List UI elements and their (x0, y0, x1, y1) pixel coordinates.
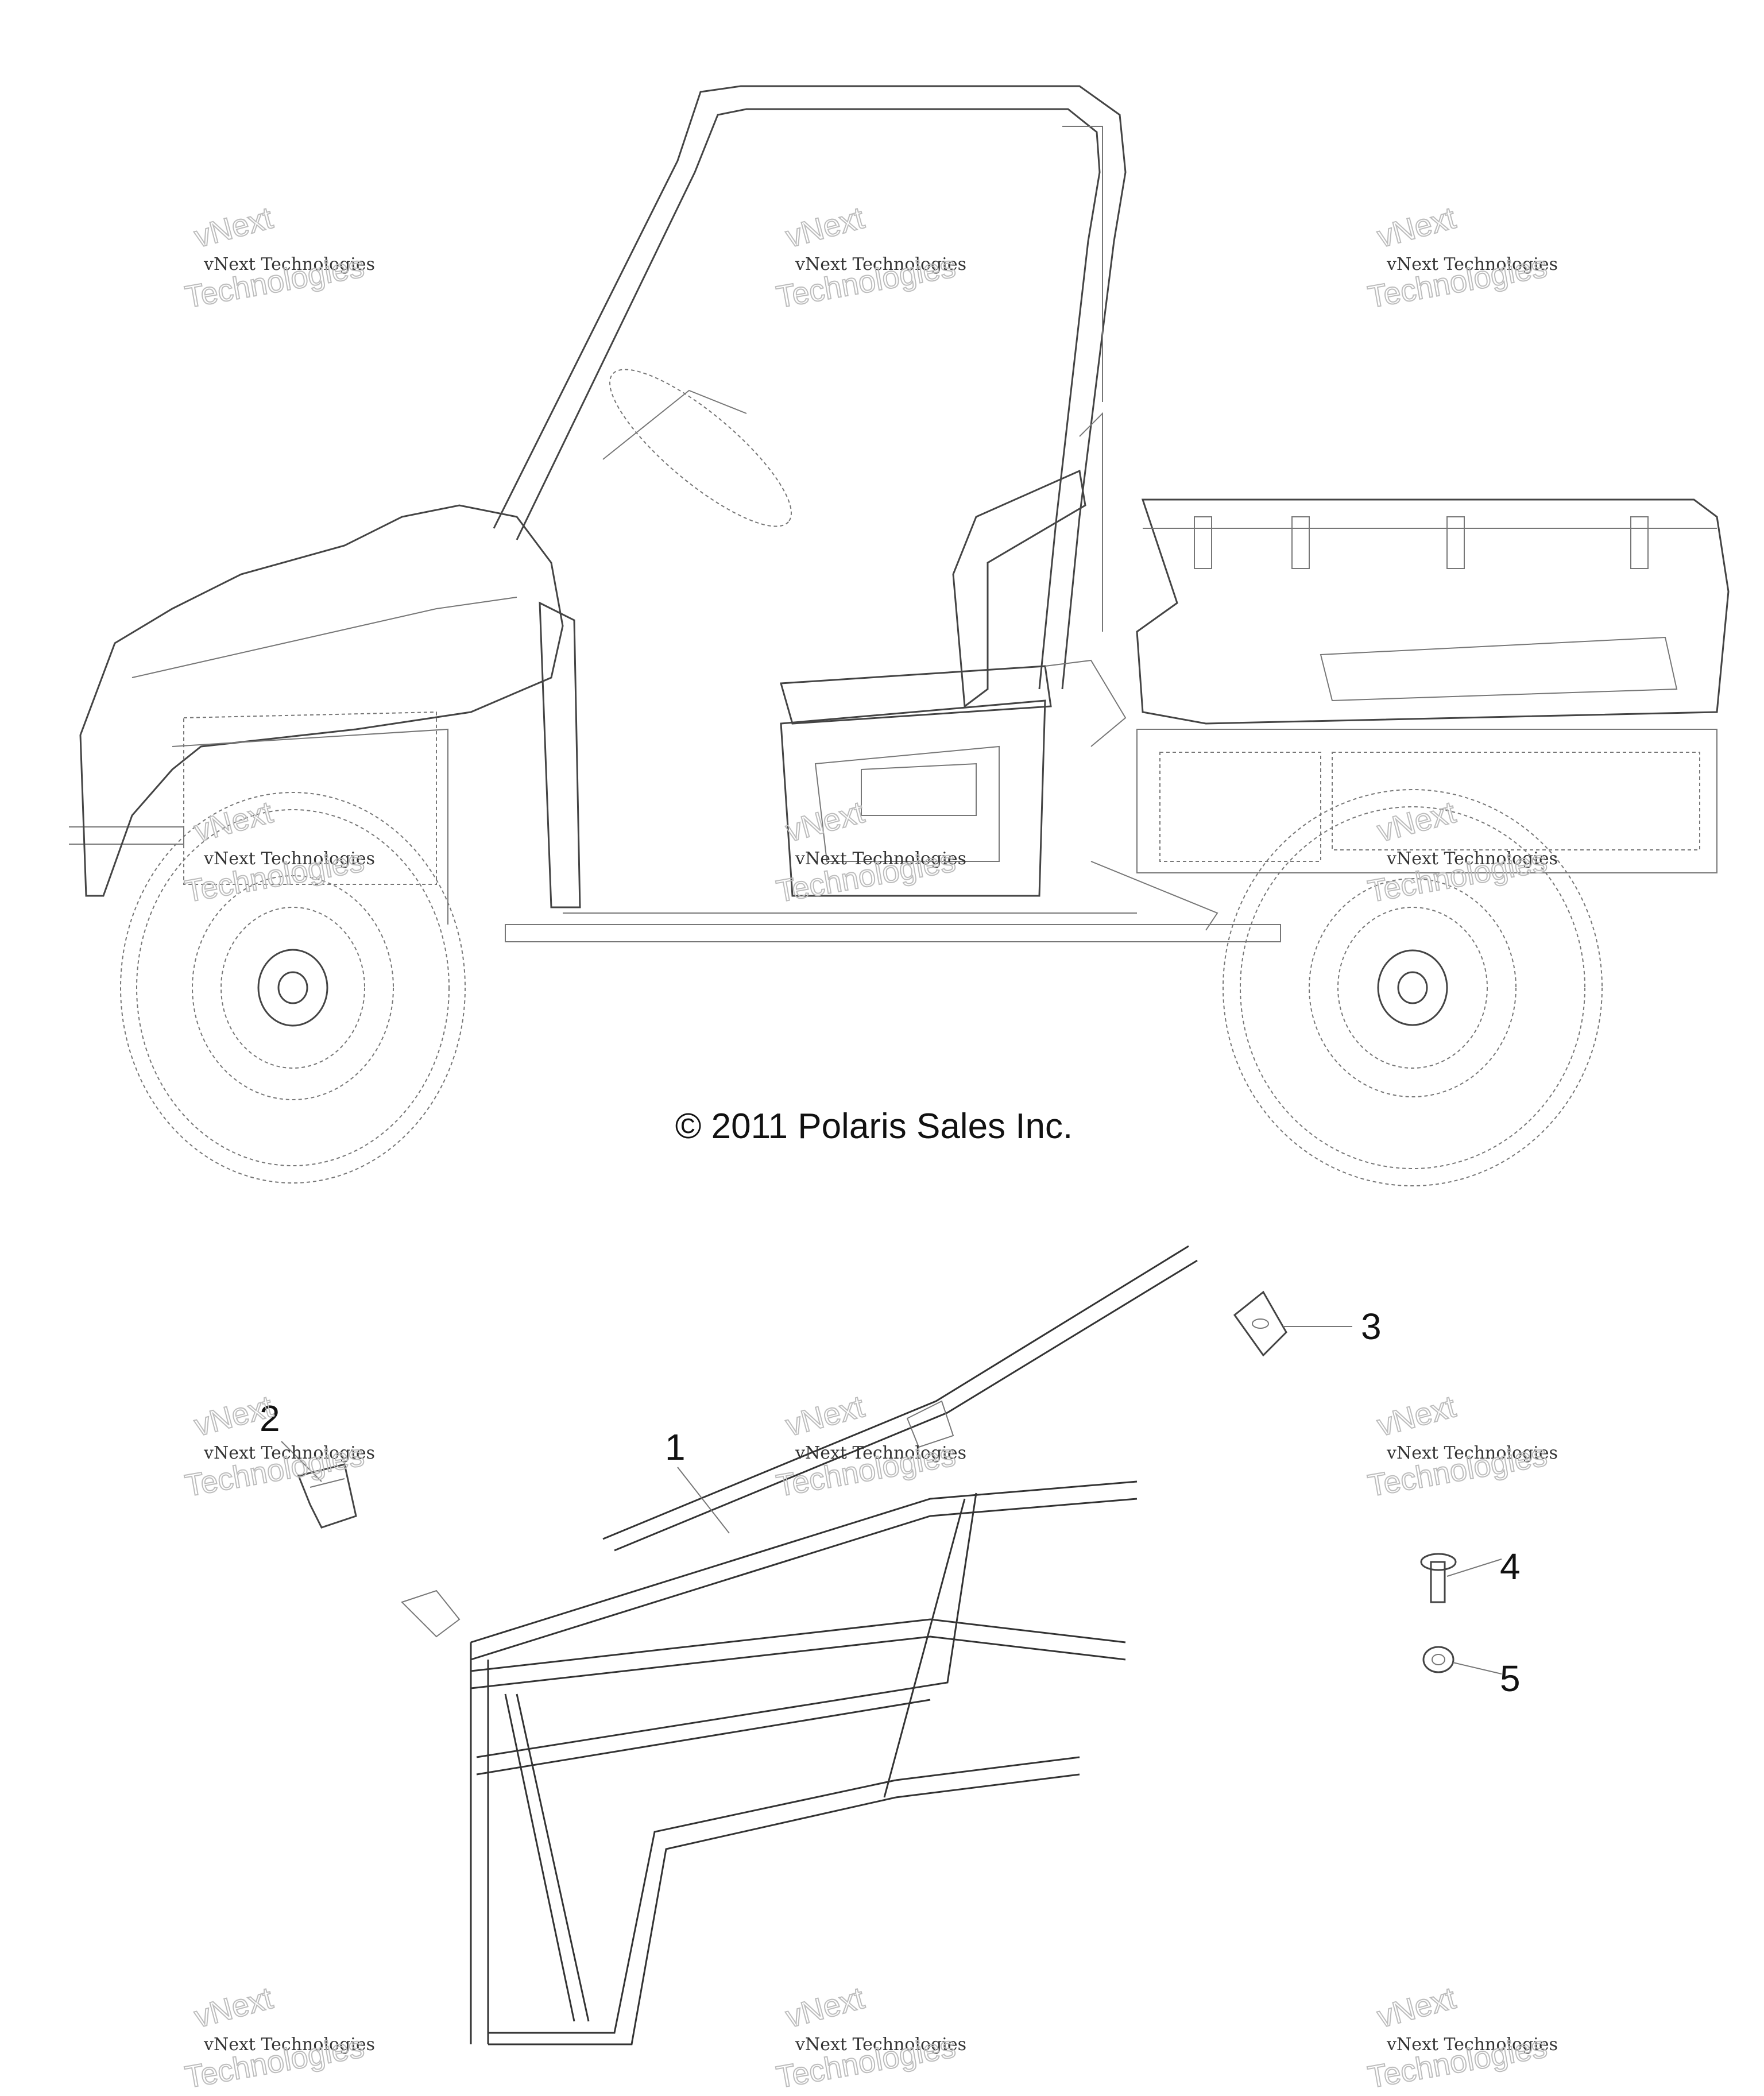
watermark-big-top: vNext (191, 795, 276, 849)
watermark-10: vNext vNext Technologies Technologies (182, 1980, 375, 2095)
watermark-4: vNext vNext Technologies Technologies (182, 794, 375, 910)
watermark-6: vNext vNext Technologies Technologies (1365, 794, 1558, 910)
part-2-clip (297, 1463, 357, 1529)
watermark-text: vNext Technologies (795, 2035, 966, 2055)
watermark-big-top: vNext (1374, 1981, 1459, 2035)
callout-5: 5 (1500, 1658, 1521, 1699)
callout-2: 2 (260, 1398, 280, 1439)
watermark-text: vNext Technologies (1386, 849, 1558, 869)
watermark-text: vNext Technologies (1386, 2035, 1558, 2055)
part-4-bolt (1420, 1553, 1457, 1603)
watermark-text: vNext Technologies (203, 1443, 375, 1463)
watermark-2: vNext vNext Technologies Technologies (773, 200, 966, 315)
callout-1: 1 (665, 1426, 686, 1468)
watermark-text: vNext Technologies (1386, 1443, 1558, 1463)
watermark-3: vNext vNext Technologies Technologies (1365, 200, 1558, 315)
watermark-big-top: vNext (782, 200, 868, 254)
watermark-text: vNext Technologies (795, 254, 966, 274)
callout-4: 4 (1500, 1546, 1521, 1587)
leader-lines (281, 1326, 1502, 1675)
part-3-bracket (1233, 1290, 1287, 1357)
watermark-big-top: vNext (191, 200, 276, 254)
watermark-big-top: vNext (782, 1981, 868, 2035)
watermark-text: vNext Technologies (795, 1443, 966, 1463)
watermark-12: vNext vNext Technologies Technologies (1365, 1980, 1558, 2095)
callout-3: 3 (1361, 1306, 1382, 1347)
watermark-5: vNext vNext Technologies Technologies (773, 794, 966, 910)
watermark-9: vNext vNext Technologies Technologies (1365, 1389, 1558, 1504)
watermark-text: vNext Technologies (203, 849, 375, 869)
vehicle-side-view (69, 85, 1730, 1186)
watermark-big-top: vNext (1374, 200, 1459, 254)
watermark-big-top: vNext (1374, 795, 1459, 849)
watermark-big-top: vNext (1374, 1389, 1459, 1443)
front-wheel (120, 792, 466, 1184)
watermark-big-top: vNext (191, 1981, 276, 2035)
part-5-nut (1422, 1646, 1454, 1673)
watermark-text: vNext Technologies (1386, 254, 1558, 274)
watermark-11: vNext vNext Technologies Technologies (773, 1980, 966, 2095)
watermark-text: vNext Technologies (203, 2035, 375, 2055)
watermark-8: vNext vNext Technologies Technologies (773, 1389, 966, 1504)
copyright-text: © 2011 Polaris Sales Inc. (675, 1107, 1073, 1146)
part-1-cage-frame (401, 1245, 1198, 2045)
watermark-text: vNext Technologies (795, 849, 966, 869)
watermark-text: vNext Technologies (203, 254, 375, 274)
watermark-1: vNext vNext Technologies Technologies (182, 200, 375, 315)
bed-latches (1194, 516, 1649, 569)
rear-wheel (1223, 789, 1603, 1186)
